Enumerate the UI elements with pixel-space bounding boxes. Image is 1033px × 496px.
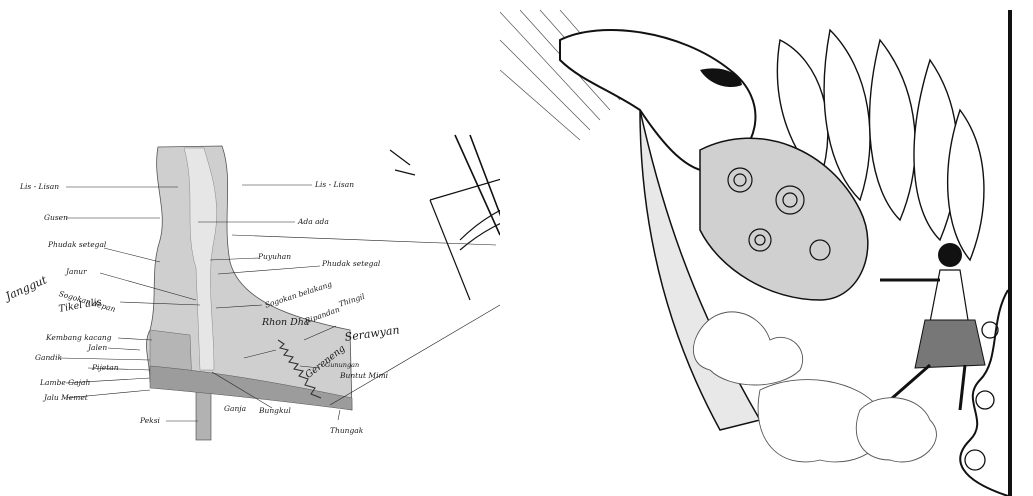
panel-border [1008,10,1012,496]
